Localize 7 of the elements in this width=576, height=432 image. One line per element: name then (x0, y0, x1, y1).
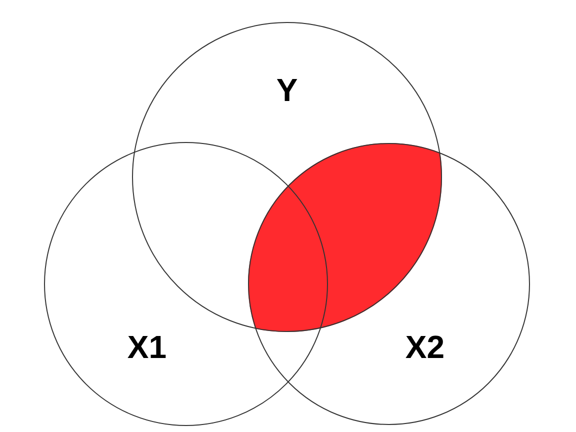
set-circle (44, 142, 328, 426)
intersection-region (248, 143, 442, 332)
set-circle (248, 143, 530, 425)
set-label: Y (276, 72, 298, 108)
set-circle (132, 22, 442, 332)
set-label: X2 (405, 329, 445, 365)
set-label: X1 (127, 329, 167, 365)
